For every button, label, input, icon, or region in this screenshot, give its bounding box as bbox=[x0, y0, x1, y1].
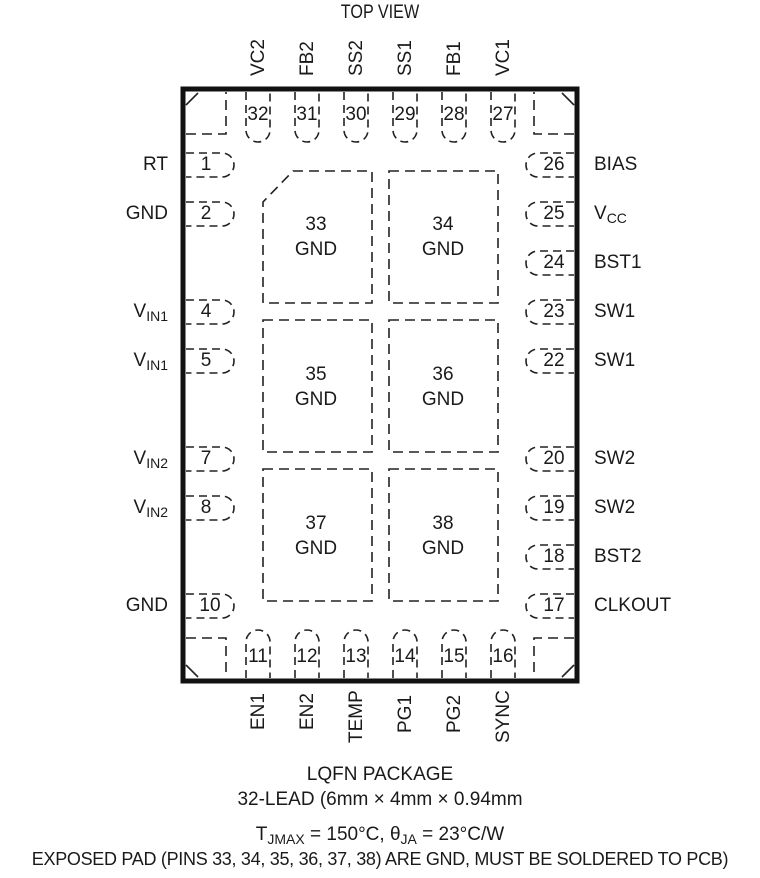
pin-name-32: VC2 bbox=[248, 39, 269, 76]
pin-number-20: 20 bbox=[543, 448, 565, 469]
package-body bbox=[180, 86, 580, 684]
view-title: TOP VIEW bbox=[340, 2, 420, 23]
pin-number-29: 29 bbox=[394, 104, 416, 125]
pin-name-19: SW2 bbox=[594, 497, 636, 518]
pin-name-7: VIN2 bbox=[133, 448, 168, 471]
pin-name-26: BIAS bbox=[594, 154, 638, 175]
pin-number-8: 8 bbox=[200, 497, 212, 518]
pin-name-4: VIN1 bbox=[133, 301, 168, 324]
pin-name-13: TEMP bbox=[346, 690, 367, 743]
pin-number-18: 18 bbox=[543, 546, 565, 567]
pin-number-30: 30 bbox=[345, 104, 367, 125]
pin-name-17: CLKOUT bbox=[594, 595, 672, 616]
pin-name-12: EN2 bbox=[297, 693, 318, 730]
pin-name-24: BST1 bbox=[594, 252, 642, 273]
pin-number-17: 17 bbox=[543, 595, 565, 616]
pin-number-26: 26 bbox=[543, 154, 565, 175]
pin-number-1: 1 bbox=[200, 154, 212, 175]
pin-number-23: 23 bbox=[543, 301, 565, 322]
package-name: LQFN PACKAGE bbox=[306, 764, 454, 785]
pin-number-15: 15 bbox=[443, 646, 465, 667]
pin-number-13: 13 bbox=[345, 646, 367, 667]
pin-name-30: SS2 bbox=[346, 40, 367, 76]
pin-name-8: VIN2 bbox=[133, 497, 168, 520]
pin-number-4: 4 bbox=[200, 301, 212, 322]
pin-number-11: 11 bbox=[248, 646, 268, 667]
pin-number-19: 19 bbox=[543, 497, 565, 518]
pin-number-28: 28 bbox=[443, 104, 465, 125]
pin-number-12: 12 bbox=[296, 646, 318, 667]
package-dimensions: 32-LEAD (6mm × 4mm × 0.94mm bbox=[237, 789, 523, 810]
pin-name-22: SW1 bbox=[594, 350, 636, 371]
pin-number-24: 24 bbox=[543, 252, 565, 273]
pin-name-28: FB1 bbox=[444, 41, 465, 76]
pin-name-2: GND bbox=[125, 203, 168, 224]
pin-name-27: VC1 bbox=[493, 39, 514, 76]
pin-name-14: PG1 bbox=[395, 694, 416, 733]
pin-number-32: 32 bbox=[247, 104, 269, 125]
pin-name-16: SYNC bbox=[493, 690, 514, 743]
pin-name-25: VCC bbox=[594, 203, 627, 226]
pin-name-1: RT bbox=[143, 154, 168, 175]
pin-number-14: 14 bbox=[394, 646, 416, 667]
pin-number-31: 31 bbox=[296, 104, 318, 125]
pin-number-10: 10 bbox=[199, 595, 221, 616]
pin-name-11: EN1 bbox=[248, 693, 269, 730]
pin-name-20: SW2 bbox=[594, 448, 636, 469]
pin-number-25: 25 bbox=[543, 203, 565, 224]
exposed-pad-note: EXPOSED PAD (PINS 33, 34, 35, 36, 37, 38… bbox=[31, 849, 729, 869]
pin-number-22: 22 bbox=[543, 350, 565, 371]
pin-name-31: FB2 bbox=[297, 41, 318, 76]
pin-name-15: PG2 bbox=[444, 694, 465, 733]
pin-name-23: SW1 bbox=[594, 301, 636, 322]
pin-name-5: VIN1 bbox=[133, 350, 168, 373]
pin-name-10: GND bbox=[125, 595, 168, 616]
pin-number-2: 2 bbox=[200, 203, 212, 224]
pin-name-18: BST2 bbox=[594, 546, 642, 567]
pin-number-16: 16 bbox=[492, 646, 514, 667]
pin-name-29: SS1 bbox=[395, 40, 416, 76]
pin-number-5: 5 bbox=[200, 350, 212, 371]
thermal-specs: TJMAX = 150°C, θJA = 23°C/W bbox=[255, 824, 505, 847]
pin-number-27: 27 bbox=[492, 104, 514, 125]
pin-number-7: 7 bbox=[200, 448, 212, 469]
